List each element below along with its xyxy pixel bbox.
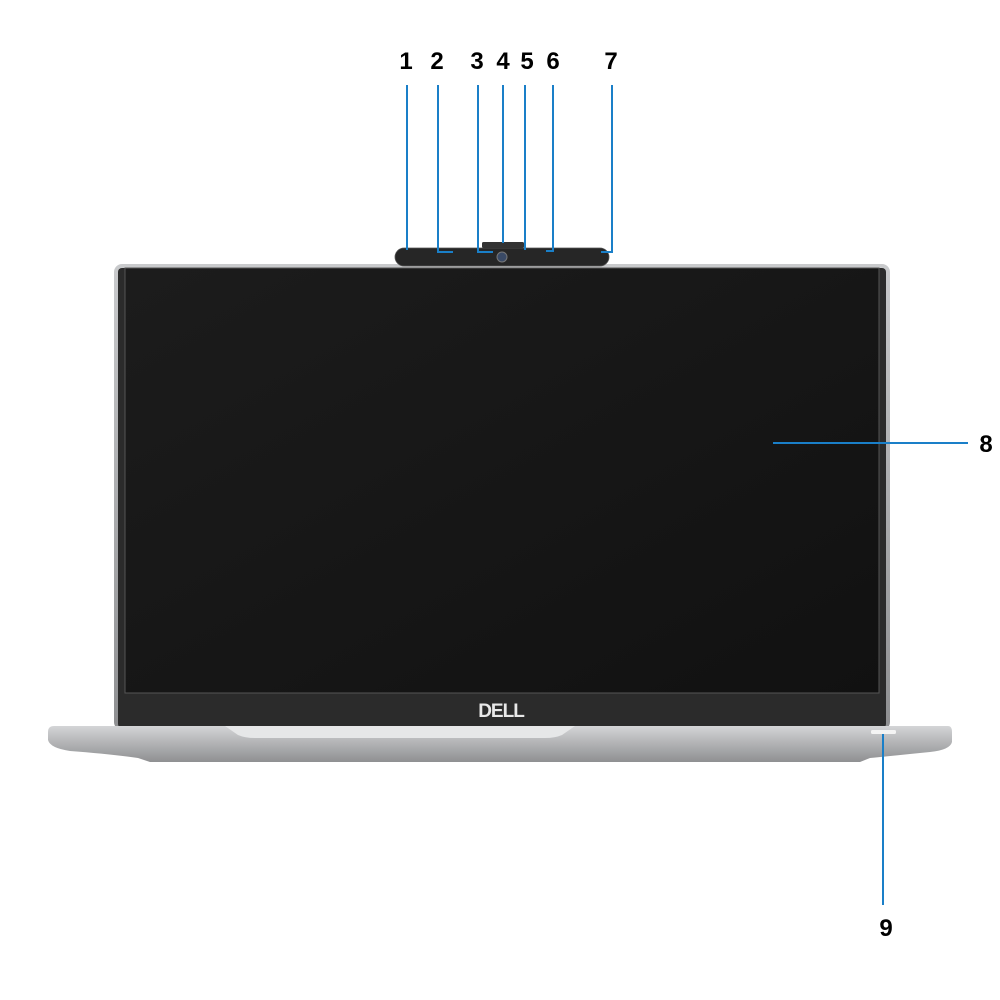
camera-lens <box>496 251 508 263</box>
callout-line-3 <box>477 85 493 253</box>
hinge-notch <box>225 726 575 738</box>
display-screen <box>124 267 880 694</box>
callout-3: 3 <box>470 48 483 75</box>
callout-5: 5 <box>520 48 533 75</box>
callout-2: 2 <box>430 48 443 75</box>
callout-line-7 <box>601 85 613 253</box>
callout-line-6 <box>546 85 554 252</box>
callout-9: 9 <box>879 915 892 942</box>
callout-4: 4 <box>496 48 510 75</box>
callout-line-2 <box>437 85 453 253</box>
callout-6: 6 <box>546 48 559 75</box>
camera-shutter <box>482 242 524 248</box>
battery-status-light <box>871 730 896 734</box>
dell-logo: DELL <box>478 701 525 722</box>
callout-8: 8 <box>979 431 992 458</box>
callout-7: 7 <box>604 48 617 75</box>
callout-1: 1 <box>399 48 412 75</box>
